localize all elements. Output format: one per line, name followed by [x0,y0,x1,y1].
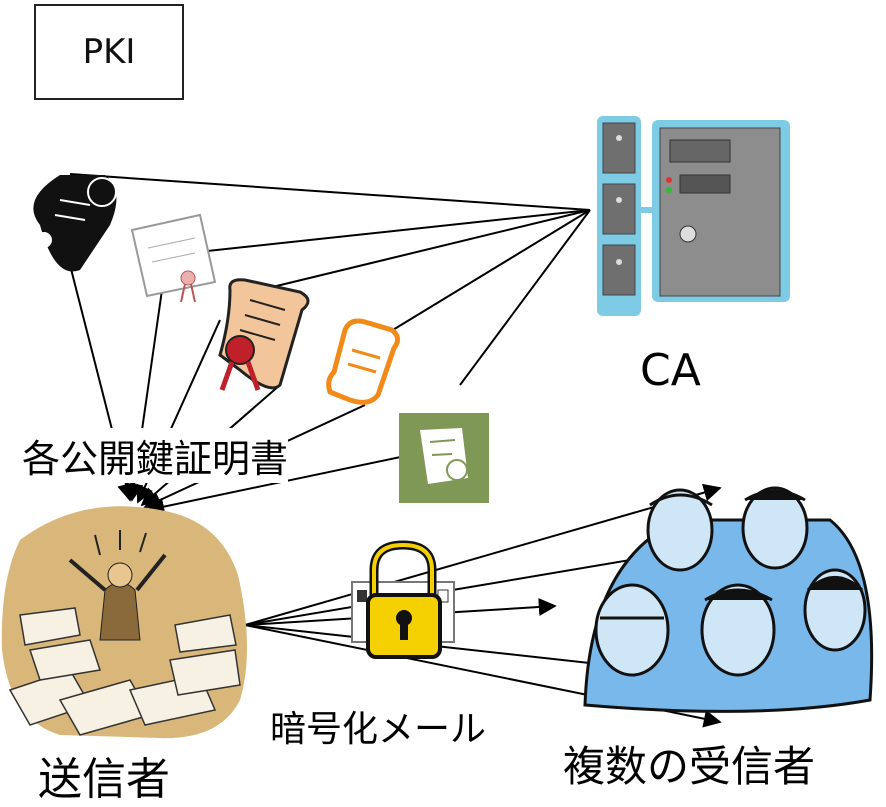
sender-label: 送信者 [38,754,170,805]
padlock-envelope-icon [351,540,455,659]
server-icon [597,116,790,316]
certificate-icon [130,213,217,303]
recipients-label: 複数の受信者 [563,742,816,791]
page-title: PKI [34,4,184,100]
people-group-icon [583,486,874,713]
ca-label: CA [640,345,701,396]
black-scroll-icon [33,175,117,272]
certificates-label: 各公開鍵証明書 [22,428,289,483]
diploma-ribbon-icon [218,278,310,391]
buried-in-paper-person-icon [1,506,248,739]
ca-to-cert-lines [69,173,591,386]
encrypted-mail-label: 暗号化メール [270,709,487,750]
orange-scroll-icon [326,318,400,405]
green-certificate-icon [399,413,489,503]
